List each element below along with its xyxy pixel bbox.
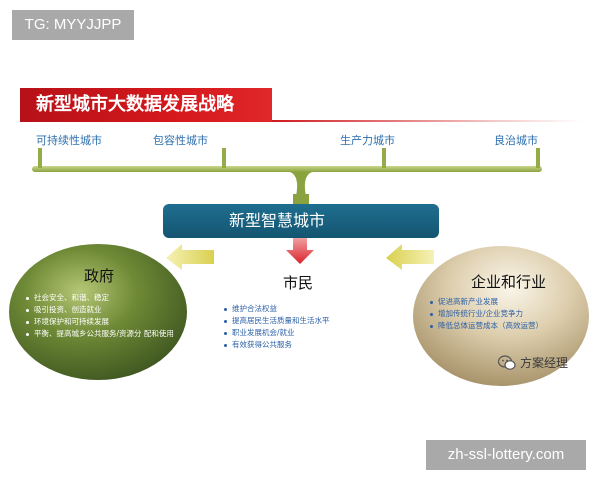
goal-good-governance-city: 良治城市 bbox=[494, 134, 538, 147]
page-title: 新型城市大数据发展战略 bbox=[20, 88, 272, 122]
smart-city-box: 新型智慧城市 bbox=[163, 204, 439, 238]
government-title: 政府 bbox=[84, 267, 115, 285]
goal-inclusive-city: 包容性城市 bbox=[153, 134, 208, 147]
list-item: 增加传统行业/企业竞争力 bbox=[430, 308, 543, 320]
government-circle bbox=[9, 244, 187, 380]
title-underline bbox=[272, 120, 582, 122]
citizens-title: 市民 bbox=[283, 274, 314, 292]
list-item: 提高居民生活质量和生活水平 bbox=[224, 315, 330, 327]
goal-sustainable-city: 可持续性城市 bbox=[36, 134, 102, 147]
support-bar bbox=[32, 148, 542, 205]
list-item: 平衡、提高城乡公共服务/资源分 配和使用 bbox=[26, 328, 174, 340]
enterprise-circle bbox=[413, 246, 589, 386]
list-item: 吸引投资、创造就业 bbox=[26, 304, 174, 316]
list-item: 环境保护和可持续发展 bbox=[26, 316, 174, 328]
list-item: 降低总体运营成本（高效运营） bbox=[430, 320, 543, 332]
left-arrow-icon bbox=[166, 244, 214, 270]
footer-url: zh-ssl-lottery.com bbox=[426, 440, 586, 470]
list-item: 维护合法权益 bbox=[224, 303, 330, 315]
enterprise-title: 企业和行业 bbox=[471, 273, 547, 291]
goal-productive-city: 生产力城市 bbox=[340, 134, 395, 147]
list-item: 促进高新产业发展 bbox=[430, 296, 543, 308]
government-list: 社会安全、和谐、稳定 吸引投资、创造就业 环境保护和可持续发展 平衡、提高城乡公… bbox=[26, 292, 174, 340]
watermark: 方案经理 bbox=[498, 354, 568, 371]
down-arrow-icon bbox=[286, 238, 314, 264]
enterprise-list: 促进高新产业发展 增加传统行业/企业竞争力 降低总体运营成本（高效运营） bbox=[430, 296, 543, 332]
citizens-list: 维护合法权益 提高居民生活质量和生活水平 职业发展机会/就业 有效获得公共服务 bbox=[224, 303, 330, 351]
list-item: 社会安全、和谐、稳定 bbox=[26, 292, 174, 304]
wechat-icon bbox=[498, 354, 516, 370]
tag-label: TG: MYYJJPP bbox=[12, 10, 134, 40]
right-arrow-icon bbox=[386, 244, 434, 270]
list-item: 有效获得公共服务 bbox=[224, 339, 330, 351]
list-item: 职业发展机会/就业 bbox=[224, 327, 330, 339]
